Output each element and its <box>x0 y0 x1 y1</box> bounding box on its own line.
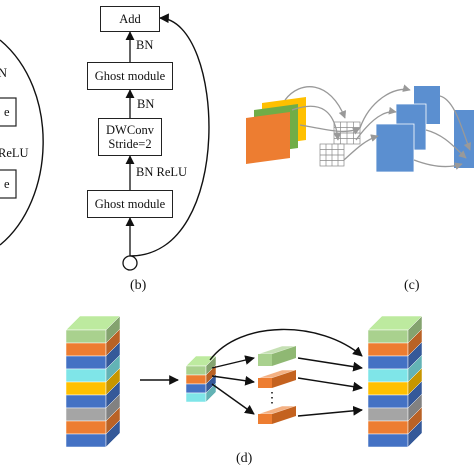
input-stack-layer-front <box>65 381 107 396</box>
add-box: Add <box>100 6 160 32</box>
ghost-module-bottom-box: Ghost module <box>87 190 173 218</box>
input-stack-layer-front <box>65 342 107 357</box>
caption-c: (c) <box>404 278 420 293</box>
output-stack-layer-front <box>367 433 409 448</box>
caption-d: (d) <box>236 451 253 466</box>
output-stack-layer-front <box>367 355 409 370</box>
panel-c-grid-cubes <box>319 121 361 167</box>
bn-relu-label: BN ReLU <box>136 165 188 179</box>
bn-label-top: BN <box>136 38 154 52</box>
input-stack-layer-side <box>105 419 121 448</box>
panel-a-box-1 <box>0 97 17 127</box>
output-stack-layer-front <box>367 368 409 383</box>
panel-d-input-stack <box>65 315 121 448</box>
ghost-module-top-box: Ghost module <box>87 62 173 90</box>
input-stack-layer-front <box>65 368 107 383</box>
panel-d-orange-block <box>257 369 297 388</box>
dwconv-box: DWConv Stride=2 <box>98 118 162 156</box>
panel-b-input-node <box>122 255 138 271</box>
panel-a-label-e1: e <box>4 105 10 119</box>
panel-d-orange-block-bottom <box>257 405 297 424</box>
panel-d-output-stack <box>367 315 423 448</box>
input-stack-layer-front <box>65 329 107 344</box>
input-stack-layer-front <box>65 433 107 448</box>
panel-d-green-block <box>257 345 297 366</box>
input-stack-layer-front <box>65 407 107 422</box>
ghost-input-stack-layer-front <box>185 392 207 403</box>
panel-b-arrows <box>122 13 210 271</box>
output-stack-layer-front <box>367 394 409 409</box>
panel-c <box>246 84 474 173</box>
input-stack-layer-front <box>65 394 107 409</box>
bn-label-middle: BN <box>137 97 155 111</box>
panel-c-blue-1 <box>375 123 415 173</box>
panel-b-skip-connection <box>129 13 210 257</box>
ghost-input-stack-layer-front <box>185 365 207 376</box>
ghost-input-stack-layer-side <box>205 382 217 403</box>
panel-c-grey-arrows <box>284 84 472 170</box>
output-stack-layer-front <box>367 381 409 396</box>
output-stack-layer-front <box>367 342 409 357</box>
panel-c-blue-right <box>454 110 474 168</box>
output-stack-layer-front <box>367 420 409 435</box>
panel-a-box-2 <box>0 169 17 199</box>
panel-a-label-e2: e <box>4 177 10 191</box>
panel-a <box>0 39 44 246</box>
input-stack-layer-front <box>65 355 107 370</box>
panel-a-skip-arc <box>0 39 44 246</box>
panel-d-ghost-input-stack <box>185 355 217 403</box>
output-stack-layer-side <box>407 419 423 448</box>
panel-a-label-relu: ReLU <box>0 146 29 160</box>
panel-d-ellipsis: ⋮ <box>265 391 279 406</box>
panel-d-arrows <box>140 328 363 417</box>
panel-d: ⋮ <box>65 315 423 448</box>
ghost-input-stack-layer-front <box>185 374 207 385</box>
ghost-input-stack-layer-front <box>185 383 207 394</box>
panel-a-label-n: N <box>0 66 8 80</box>
caption-b: (b) <box>130 278 147 293</box>
input-stack-layer-front <box>65 420 107 435</box>
panel-c-map-orange <box>246 112 290 164</box>
output-stack-layer-front <box>367 407 409 422</box>
output-stack-layer-front <box>367 329 409 344</box>
